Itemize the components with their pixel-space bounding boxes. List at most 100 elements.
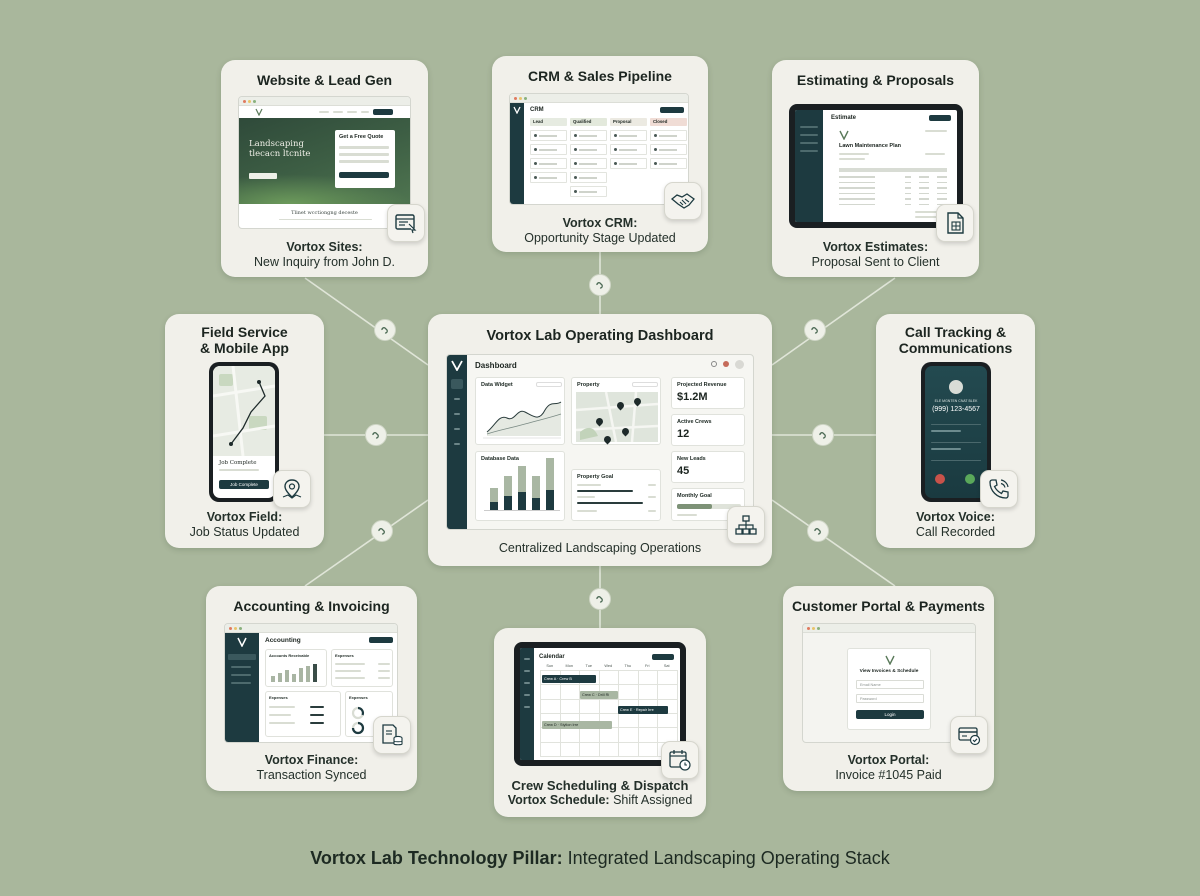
v-logo-icon — [451, 360, 463, 371]
kpi-active-crews-value: 12 — [677, 428, 690, 440]
estimate-row-amount — [937, 176, 947, 178]
receivable-bar — [313, 664, 317, 682]
crm-deal-card — [570, 172, 607, 183]
expenses-card-bottom: Expenses — [265, 691, 341, 737]
data-widget-card: Data Widget — [475, 377, 565, 445]
calendar-shift: Crew A · Crew B — [542, 675, 596, 683]
crm-deal-card — [530, 158, 567, 169]
crm-deal-line — [619, 163, 637, 165]
calendar-shift: Crew C · Drill Ri — [580, 691, 618, 699]
crm-stage-column: Lead — [530, 118, 567, 202]
estimate-row-qty — [905, 181, 911, 183]
crm-deal-avatar — [534, 176, 537, 179]
scheduling-status: Shift Assigned — [613, 793, 693, 807]
crm-badge — [664, 182, 702, 220]
estimate-row-qty — [905, 203, 911, 205]
field-card: Field Service & Mobile App Job Complete … — [165, 314, 324, 548]
estimate-doc-title: Lawn Maintenance Plan — [839, 143, 902, 149]
connector-node-top-right — [804, 319, 826, 341]
accounting-card-title: Accounting & Invoicing — [233, 598, 390, 614]
calls-title-line1: Call Tracking & — [904, 324, 1007, 340]
calls-status: Call Recorded — [915, 525, 996, 539]
dashboard-heading: Dashboard — [475, 361, 517, 370]
portal-badge — [950, 716, 988, 754]
estimating-status: Proposal Sent to Client — [811, 255, 940, 269]
receivable-bar — [299, 668, 303, 682]
connector-node-bottom-left — [371, 520, 393, 542]
hub-title: Vortox Lab Operating Dashboard — [486, 328, 714, 344]
crm-deal-line — [539, 149, 557, 151]
crm-stage-column: Closed — [650, 118, 687, 202]
db-bar-top — [546, 458, 554, 490]
website-badge — [387, 204, 425, 242]
quote-submit-button[interactable] — [339, 172, 389, 178]
crm-deal-line — [659, 163, 677, 165]
expense-donuts — [351, 706, 365, 735]
crm-deal-line — [579, 191, 597, 193]
db-bar-bottom — [546, 490, 554, 510]
portal-password-input[interactable]: Password — [856, 694, 924, 703]
expenses-title-top: Expenses — [335, 653, 354, 658]
estimate-row-item — [839, 176, 875, 178]
website-status: New Inquiry from John D. — [253, 255, 396, 269]
estimate-row-amount — [937, 187, 947, 189]
portal-product: Vortox Portal: — [847, 753, 930, 767]
caller-avatar — [949, 380, 963, 394]
property-goal-card: Property Goal — [571, 469, 661, 521]
calendar-grid-hline — [540, 741, 677, 743]
field-title-line1: Field Service — [201, 324, 288, 340]
crm-deal-line — [579, 149, 597, 151]
hub-card: Vortox Lab Operating Dashboard Dashboard… — [428, 314, 772, 566]
estimate-row-item — [839, 181, 875, 183]
accept-call-button[interactable] — [965, 474, 975, 484]
crm-deal-avatar — [574, 190, 577, 193]
caller-label: ELE MGNTEN CNAT BLEK — [934, 399, 978, 403]
hub-badge — [727, 506, 765, 544]
kpi-projected-revenue-label: Projected Revenue — [677, 382, 727, 388]
crm-deal-card — [610, 158, 647, 169]
link-icon — [372, 432, 379, 439]
calendar-day-label: Thu — [624, 664, 632, 668]
crm-deal-card — [570, 158, 607, 169]
db-bar-bottom — [490, 502, 498, 510]
portal-email-input[interactable]: Email Name — [856, 680, 924, 689]
db-bar-bottom — [504, 496, 512, 510]
property-map — [575, 391, 659, 443]
receivable-bar — [292, 674, 296, 682]
monthly-goal-fill — [677, 504, 713, 509]
decline-call-button[interactable] — [935, 474, 945, 484]
receivable-bar — [306, 666, 310, 682]
field-badge — [273, 470, 311, 508]
link-icon — [596, 596, 603, 603]
crm-deal-line — [659, 135, 677, 137]
calendar-day-label: Sun — [546, 664, 554, 668]
field-job-complete-button[interactable]: Job Complete — [219, 480, 269, 489]
crm-deal-card — [650, 130, 687, 141]
connector-node-top-left — [374, 319, 396, 341]
credit-card-check-icon — [958, 727, 981, 746]
map-pin-icon — [282, 479, 302, 499]
receivable-card: Accounts Receivable — [265, 649, 327, 687]
calls-title-line2: Communications — [898, 340, 1013, 356]
expenses-title-bottom: Expenses — [269, 695, 288, 700]
estimating-product: Vortox Estimates: — [822, 240, 929, 254]
crm-deal-card — [570, 130, 607, 141]
estimate-row-rate — [919, 176, 929, 178]
db-bar-bottom — [518, 492, 526, 510]
calendar-add-icon — [669, 750, 691, 771]
crm-deal-card — [530, 144, 567, 155]
data-widget-line-chart — [483, 401, 562, 439]
calls-phone: ELE MGNTEN CNAT BLEK (999) 123-4567 — [921, 362, 991, 502]
crm-stage-label: Lead — [530, 118, 567, 126]
link-icon — [811, 327, 818, 334]
portal-login-button[interactable]: Login — [856, 710, 924, 719]
link-icon — [819, 432, 826, 439]
website-product: Vortox Sites: — [286, 240, 363, 254]
estimate-row-item — [839, 192, 875, 194]
calendar-heading: Calendar — [539, 654, 565, 660]
property-map-card: Property — [571, 377, 661, 445]
crm-deal-card — [570, 144, 607, 155]
leaf-logo-icon — [839, 130, 849, 140]
